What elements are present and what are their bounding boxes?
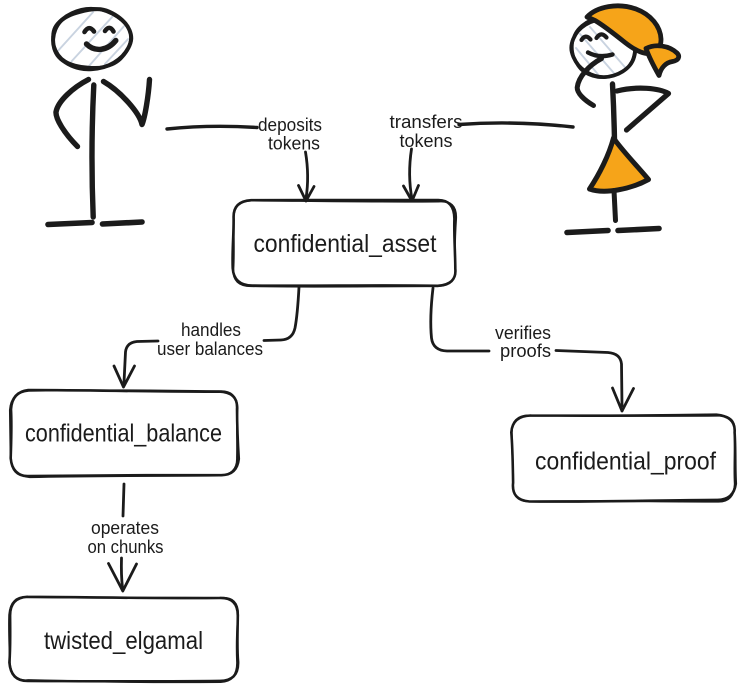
edge-deposits — [165, 124, 316, 203]
node-confidential-balance-box2 — [8, 389, 239, 479]
edge-label-operates: operates on chunks — [88, 518, 164, 557]
woman-body-icon — [609, 81, 618, 144]
edge-verifies-proofs — [429, 286, 635, 413]
stick-figure-woman — [564, 3, 682, 236]
man-right-foot-icon — [99, 219, 145, 227]
node-confidential-balance-label: confidential_balance — [25, 420, 222, 448]
man-left-foot-icon — [45, 219, 95, 228]
node-confidential-asset-label: confidential_asset — [254, 230, 437, 258]
edge-label-deposits: deposits tokens — [258, 115, 322, 154]
edge-label-deposits-line2: tokens — [268, 134, 320, 154]
edge-label-transfers: transfers tokens — [390, 112, 463, 151]
edge-verifies-arrowhead-icon — [611, 386, 635, 413]
node-confidential-proof-label: confidential_proof — [535, 448, 716, 476]
edge-label-handles-line2: user balances — [157, 339, 263, 359]
woman-hip-arm-icon — [614, 85, 672, 133]
man-right-arm-icon — [100, 76, 153, 128]
woman-ponytail-icon — [643, 43, 682, 78]
edge-deposits-line — [165, 124, 259, 131]
woman-dress-icon — [587, 135, 651, 194]
stick-figure-man — [45, 6, 153, 228]
man-smile-icon — [83, 37, 119, 53]
edge-handles-arrowhead-icon — [112, 364, 136, 389]
node-twisted-elgamal-label: twisted_elgamal — [44, 627, 203, 655]
man-head-outline2-icon — [51, 6, 133, 69]
node-confidential-proof: confidential_proof — [510, 413, 738, 503]
edge-label-verifies-line2: proofs — [500, 341, 551, 361]
edge-verifies-segment-b — [554, 349, 624, 408]
edge-transfers-line — [457, 121, 575, 129]
man-body-icon — [89, 82, 97, 220]
woman-hatch-line-icon — [575, 47, 600, 76]
edge-operates-arrowhead-icon — [107, 562, 138, 593]
edge-deposits-arrowhead-icon — [297, 184, 316, 203]
man-left-arm-icon — [53, 76, 92, 150]
edge-operates-segment-a — [121, 482, 126, 518]
man-hatch-line-icon — [103, 38, 129, 66]
edge-transfers — [402, 121, 575, 203]
edge-label-verifies-line1: verifies — [495, 323, 551, 343]
edge-operates-arrow-shaft — [119, 556, 124, 590]
node-twisted-elgamal-box2 — [8, 596, 240, 684]
node-confidential-asset: confidential_asset — [231, 198, 458, 288]
node-confidential-proof-box2 — [510, 414, 736, 503]
woman-leg-icon — [611, 188, 618, 223]
edge-handles-user-balances — [112, 285, 301, 389]
node-confidential-asset-box2 — [232, 199, 458, 288]
node-twisted-elgamal: twisted_elgamal — [8, 595, 240, 684]
woman-chin-arm-icon — [574, 56, 604, 108]
edge-operates-on-chunks — [107, 482, 138, 593]
woman-hatch-line-icon — [589, 26, 626, 69]
edge-transfers-arrow-shaft — [408, 147, 414, 201]
edge-handles-segment-b — [122, 339, 160, 384]
edge-label-operates-line2: on chunks — [88, 537, 164, 557]
woman-right-eye-icon — [594, 32, 609, 41]
edge-verifies-segment-a — [429, 286, 491, 353]
woman-smile-icon — [585, 50, 615, 59]
edge-deposits-arrow-shaft — [304, 150, 310, 200]
edge-label-transfers-line2: tokens — [400, 131, 453, 151]
edge-label-verifies: verifies proofs — [495, 323, 551, 361]
man-left-eye-icon — [82, 25, 97, 35]
man-right-eye-icon — [102, 25, 116, 34]
woman-left-eye-icon — [579, 34, 593, 43]
edge-label-transfers-line1: transfers — [390, 112, 463, 132]
woman-left-foot-icon — [564, 227, 611, 236]
node-confidential-balance: confidential_balance — [8, 388, 241, 479]
edge-transfers-arrowhead-icon — [402, 184, 420, 203]
edge-label-operates-line1: operates — [91, 518, 159, 538]
man-hatch-line-icon — [57, 11, 95, 52]
woman-right-foot-icon — [615, 225, 662, 234]
edge-handles-segment-a — [262, 285, 301, 342]
edge-label-handles: handles user balances — [157, 320, 263, 359]
edge-label-deposits-line1: deposits — [258, 115, 322, 135]
man-hatch-line-icon — [70, 15, 114, 63]
edge-label-handles-line1: handles — [181, 320, 241, 340]
